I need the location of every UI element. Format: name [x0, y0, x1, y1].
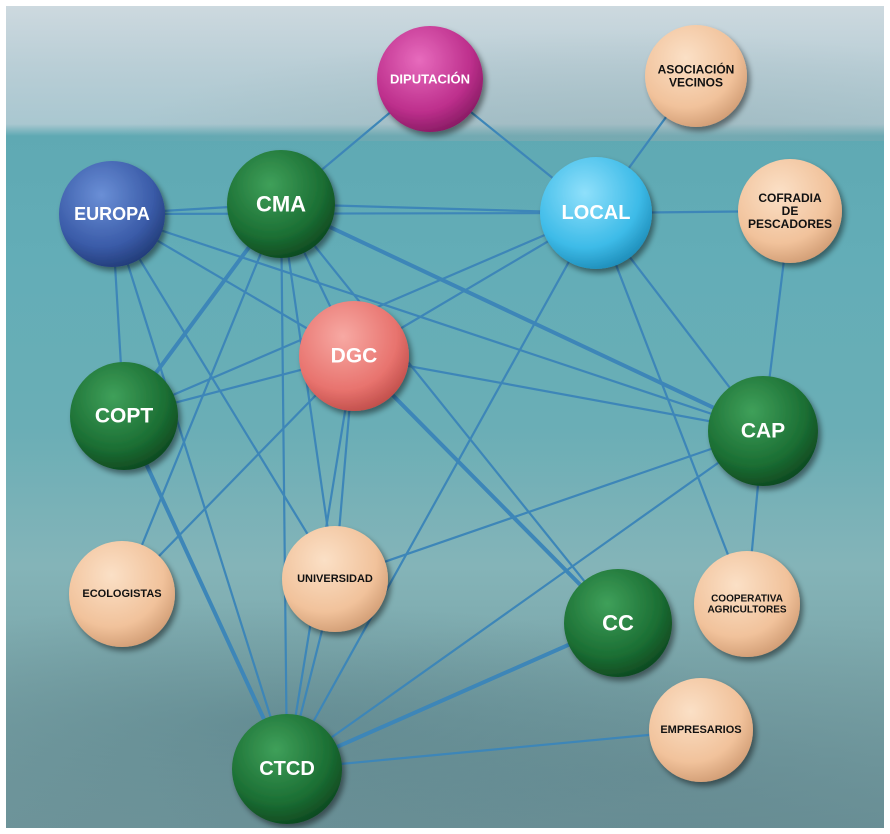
node-label-empresarios: EMPRESARIOS [660, 724, 741, 736]
node-ctcd: CTCD [232, 714, 342, 824]
node-circle-dgc [299, 301, 409, 411]
node-circle-universidad [282, 526, 388, 632]
edge-cma-cc [279, 202, 620, 625]
node-circle-cma [227, 150, 335, 258]
node-label-europa: EUROPA [74, 204, 150, 224]
node-ecologistas: ECOLOGISTAS [69, 541, 175, 647]
edge-europa-cap [110, 212, 765, 433]
node-circle-europa [59, 161, 165, 267]
node-copt: COPT [70, 362, 178, 470]
edge-cap-ctcd [285, 429, 765, 771]
node-circle-cap [708, 376, 818, 486]
edge-europa-ctcd [110, 212, 289, 771]
node-label-cap: CAP [741, 420, 785, 443]
node-label-local: LOCAL [562, 202, 631, 224]
node-dgc: DGC [299, 301, 409, 411]
node-cc: CC [564, 569, 672, 677]
node-label-cc: CC [602, 611, 634, 636]
node-circle-local [540, 157, 652, 269]
node-label-cma: CMA [256, 192, 306, 217]
edge-cma-universidad [279, 202, 337, 581]
edge-local-ctcd [285, 211, 598, 771]
edge-cma-cap [279, 202, 765, 433]
node-circle-diputacion [377, 26, 483, 132]
node-cma: CMA [227, 150, 335, 258]
node-label-dgc: DGC [331, 345, 378, 368]
node-diputacion: DIPUTACIÓN [377, 26, 483, 132]
node-circle-cofradia [738, 159, 842, 263]
edge-empresarios-ctcd [285, 728, 703, 771]
edge-dgc-ecologistas [120, 354, 356, 596]
node-circle-empresarios [649, 678, 753, 782]
node-circle-ecologistas [69, 541, 175, 647]
edge-cc-ctcd [285, 621, 620, 771]
node-europa: EUROPA [59, 161, 165, 267]
node-universidad: UNIVERSIDAD [282, 526, 388, 632]
node-label-ctcd: CTCD [259, 758, 315, 780]
node-circle-ctcd [232, 714, 342, 824]
edge-dgc-cc [352, 354, 620, 625]
node-label-diputacion: DIPUTACIÓN [390, 72, 470, 87]
edge-europa-universidad [110, 212, 337, 581]
edge-europa-local [110, 211, 598, 216]
edge-cma-ctcd [279, 202, 289, 771]
edge-copt-ctcd [122, 414, 289, 771]
edge-dgc-cap [352, 354, 765, 433]
node-local: LOCAL [540, 157, 652, 269]
node-circle-copt [70, 362, 178, 470]
node-empresarios: EMPRESARIOS [649, 678, 753, 782]
edge-cap-universidad [333, 429, 765, 581]
edge-layer [110, 74, 792, 771]
node-cap: CAP [708, 376, 818, 486]
node-label-universidad: UNIVERSIDAD [297, 573, 373, 585]
edge-local-cooperativa [594, 211, 749, 606]
node-circle-cooperativa [694, 551, 800, 657]
node-circle-asociacion [645, 25, 747, 127]
node-circle-cc [564, 569, 672, 677]
node-label-copt: COPT [95, 405, 154, 428]
node-label-ecologistas: ECOLOGISTAS [82, 588, 161, 600]
edge-cma-ecologistas [120, 202, 283, 596]
